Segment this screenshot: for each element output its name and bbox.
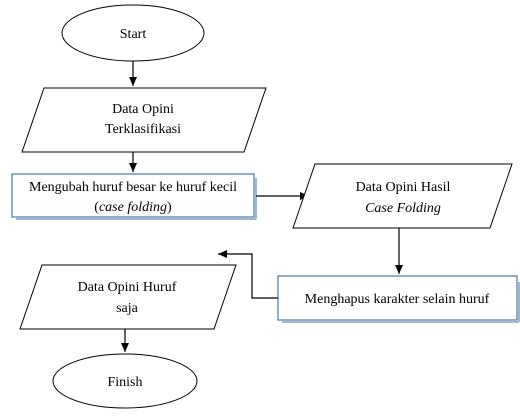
result-line-2: Case Folding bbox=[365, 201, 441, 216]
case-folding-line-1: Mengubah huruf besar ke huruf kecil bbox=[29, 180, 237, 195]
finish-label: Finish bbox=[107, 375, 142, 390]
case-folding-paren-close: ) bbox=[167, 200, 172, 215]
process-remove-non-letter-chars: Menghapus karakter selain huruf bbox=[277, 275, 520, 323]
result-line-1: Data Opini Hasil bbox=[356, 180, 451, 195]
edge-remove-chars-to-letters-only bbox=[218, 250, 278, 299]
finish-terminator: Finish bbox=[52, 353, 198, 409]
input-data-opini-terklasifikasi: Data Opini Terklasifikasi bbox=[21, 87, 267, 153]
remove-chars-label: Menghapus karakter selain huruf bbox=[305, 292, 490, 307]
input-line-1: Data Opini bbox=[112, 102, 174, 117]
case-folding-italic-term: case folding bbox=[99, 200, 167, 215]
start-label: Start bbox=[120, 27, 147, 42]
input-line-2: Terklasifikasi bbox=[105, 122, 181, 137]
output-data-opini-huruf-saja: Data Opini Huruf saja bbox=[19, 264, 237, 330]
process-case-folding: Mengubah huruf besar ke huruf kecil (cas… bbox=[11, 173, 257, 220]
letters-only-line-1: Data Opini Huruf bbox=[78, 280, 177, 295]
start-terminator: Start bbox=[61, 4, 205, 62]
output-data-opini-hasil-case-folding: Data Opini Hasil Case Folding bbox=[292, 163, 513, 229]
case-folding-paren-open: ( bbox=[94, 200, 99, 215]
case-folding-line-2: (case folding) bbox=[94, 200, 172, 215]
letters-only-line-2: saja bbox=[116, 301, 139, 316]
